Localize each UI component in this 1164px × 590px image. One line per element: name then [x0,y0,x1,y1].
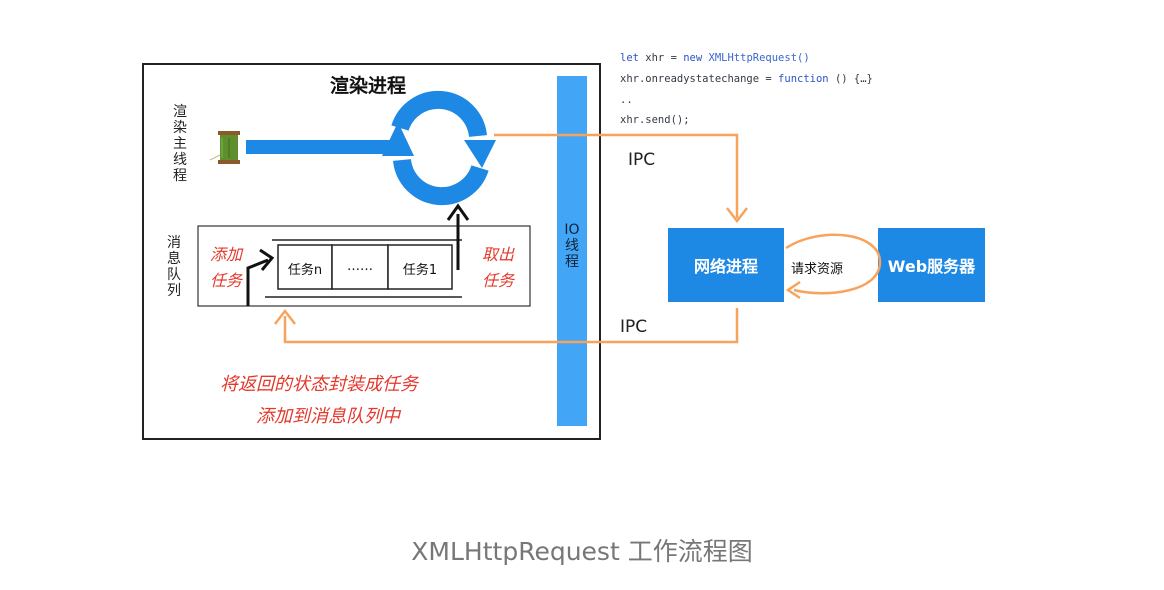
event-loop-icon [382,90,496,206]
take-task-label: 取出 任务 [482,242,514,294]
ipc-bottom-label: IPC [620,317,648,337]
code-ctor: XMLHttpRequest() [702,52,810,64]
network-process-box [668,228,784,302]
message-queue-label: 消息队列 [167,235,181,299]
code-line-4: xhr.send(); [620,114,690,126]
note-line2: 添加到消息队列中 [256,406,400,427]
network-process-label: 网络进程 [693,257,758,276]
task-box-n [277,244,333,290]
task-n-label: 任务n [287,263,323,278]
code-line-2: xhr.onreadystatechange = function () {…} [620,73,873,85]
web-server-label: Web服务器 [887,257,976,276]
web-server-box [878,228,985,302]
take-task-line2: 任务 [482,271,515,290]
ipc-response-arrow [274,308,739,344]
task-ellipsis-label: …… [347,259,373,274]
code-fn-body: () {…} [828,73,873,85]
main-thread-label: 渲染主线程 [173,104,187,184]
request-resource-loop [785,233,882,300]
main-thread-bar [246,140,396,154]
task-box-ellipsis [331,244,389,290]
code-var: xhr = [638,52,684,64]
request-resource-label: 请求资源 [791,262,844,277]
render-process-title: 渲染进程 [330,75,407,97]
code-kw-new: new [683,52,703,64]
code-kw-function: function [778,73,829,85]
dequeue-arrow-icon [446,203,470,270]
task-box-1 [387,244,453,290]
code-kw-let: let [620,52,639,64]
render-process-frame [142,63,601,440]
note-line1: 将返回的状态封装成任务 [220,374,418,395]
ipc-request-arrow [494,133,748,224]
add-task-label: 添加 任务 [210,242,242,294]
io-thread-label: IO线程 [564,222,580,270]
enqueue-arrow-icon [246,248,275,306]
message-queue-frame [197,225,531,307]
code-line-3: .. [620,94,633,106]
code-line-1: let xhr = new XMLHttpRequest() [620,52,810,64]
figure-caption: XMLHttpRequest 工作流程图 [411,537,753,566]
task-1-label: 任务1 [402,263,438,278]
add-task-line2: 任务 [210,271,243,290]
ipc-top-label: IPC [628,150,656,170]
take-task-line1: 取出 [482,245,515,264]
code-assign: xhr.onreadystatechange = [620,73,779,85]
thread-spool-icon [209,131,240,164]
add-task-line1: 添加 [210,245,243,264]
